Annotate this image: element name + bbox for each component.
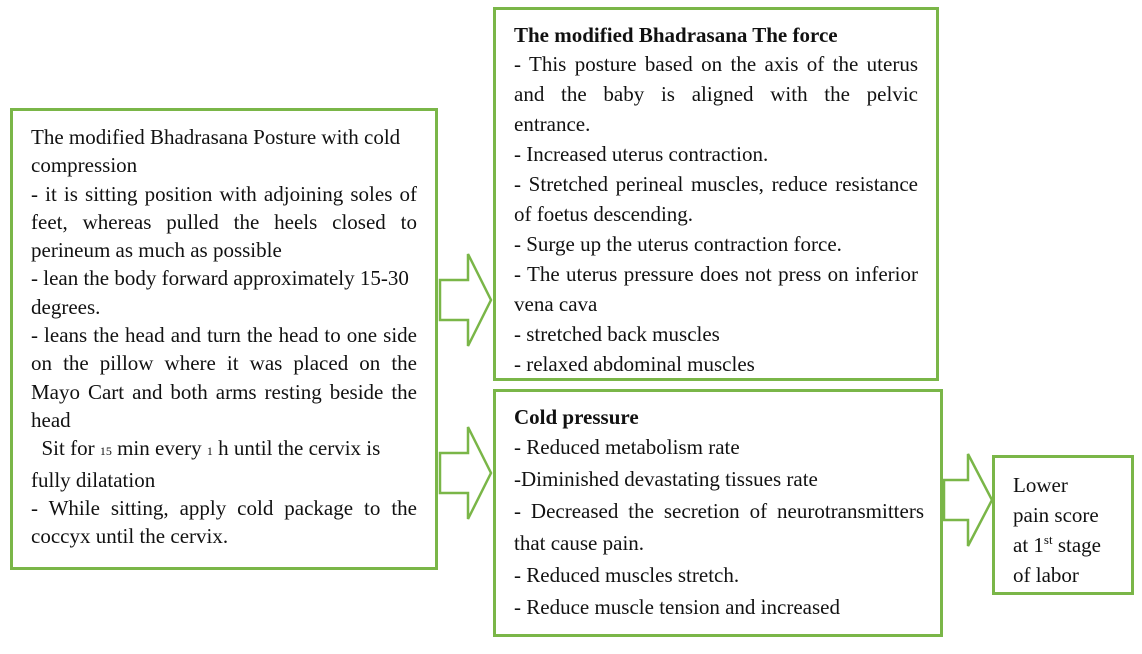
result-line-1: Lower — [1013, 473, 1068, 497]
duration-suffix: h until the cervix is fully dilatation — [31, 436, 381, 492]
result-line-3-sup: st — [1043, 532, 1053, 547]
cold-item-metabolism: - Reduced metabolism rate — [514, 435, 740, 459]
result-line-3-post: stage — [1052, 533, 1101, 557]
force-item-perineal: - Stretched perineal muscles, reduce res… — [514, 172, 918, 226]
force-item-abdominal: - relaxed abdominal muscles — [514, 352, 755, 376]
posture-description-box: The modified Bhadrasana Posture with col… — [10, 108, 438, 570]
result-line-4: of labor — [1013, 563, 1079, 587]
force-effects-box: The modified Bhadrasana The force - This… — [493, 7, 939, 381]
force-item-axis: - This posture based on the axis of the … — [514, 52, 918, 136]
result-line-3: at 1st stage — [1013, 530, 1119, 560]
duration-minutes-value: 15 — [99, 444, 112, 459]
posture-step-head: - leans the head and turn the head to on… — [31, 323, 417, 432]
duration-prefix: Sit for — [41, 436, 95, 461]
cold-pressure-box: Cold pressure - Reduced metabolism rate … — [493, 389, 943, 637]
force-item-back-muscles: - stretched back muscles — [514, 322, 720, 346]
posture-step-lean: - lean the body forward approximately 15… — [31, 266, 409, 319]
result-line-2: pain score — [1013, 503, 1099, 527]
posture-step-cold-package: - While sitting, apply cold package to t… — [31, 495, 417, 549]
duration-hours-value: 1 — [206, 444, 213, 459]
force-title: The modified Bhadrasana The force — [514, 23, 838, 47]
arrow-to-result-icon — [942, 453, 994, 547]
posture-step-duration: Sit for 15 min every 1 h until the cervi… — [31, 434, 417, 494]
arrow-to-force-icon — [438, 253, 493, 347]
arrow-to-cold-icon — [438, 426, 493, 520]
result-line-3-pre: at 1 — [1013, 533, 1044, 557]
cold-item-tissues: -Diminished devastating tissues rate — [514, 467, 818, 491]
posture-heading-line: The modified Bhadrasana Posture with col… — [31, 125, 401, 178]
posture-step-sitting: - it is sitting position with adjoining … — [31, 181, 417, 263]
duration-mid: min every — [117, 436, 202, 461]
force-item-surge: - Surge up the uterus contraction force. — [514, 232, 842, 256]
force-item-contraction: - Increased uterus contraction. — [514, 142, 769, 166]
force-item-vena-cava: - The uterus pressure does not press on … — [514, 262, 918, 316]
cold-item-tension: - Reduce muscle tension and increased — [514, 595, 840, 619]
result-box: Lower pain score at 1st stage of labor — [992, 455, 1134, 595]
cold-title: Cold pressure — [514, 405, 639, 429]
cold-item-neurotransmitters: - Decreased the secretion of neurotransm… — [514, 499, 924, 555]
cold-item-stretch: - Reduced muscles stretch. — [514, 563, 740, 587]
